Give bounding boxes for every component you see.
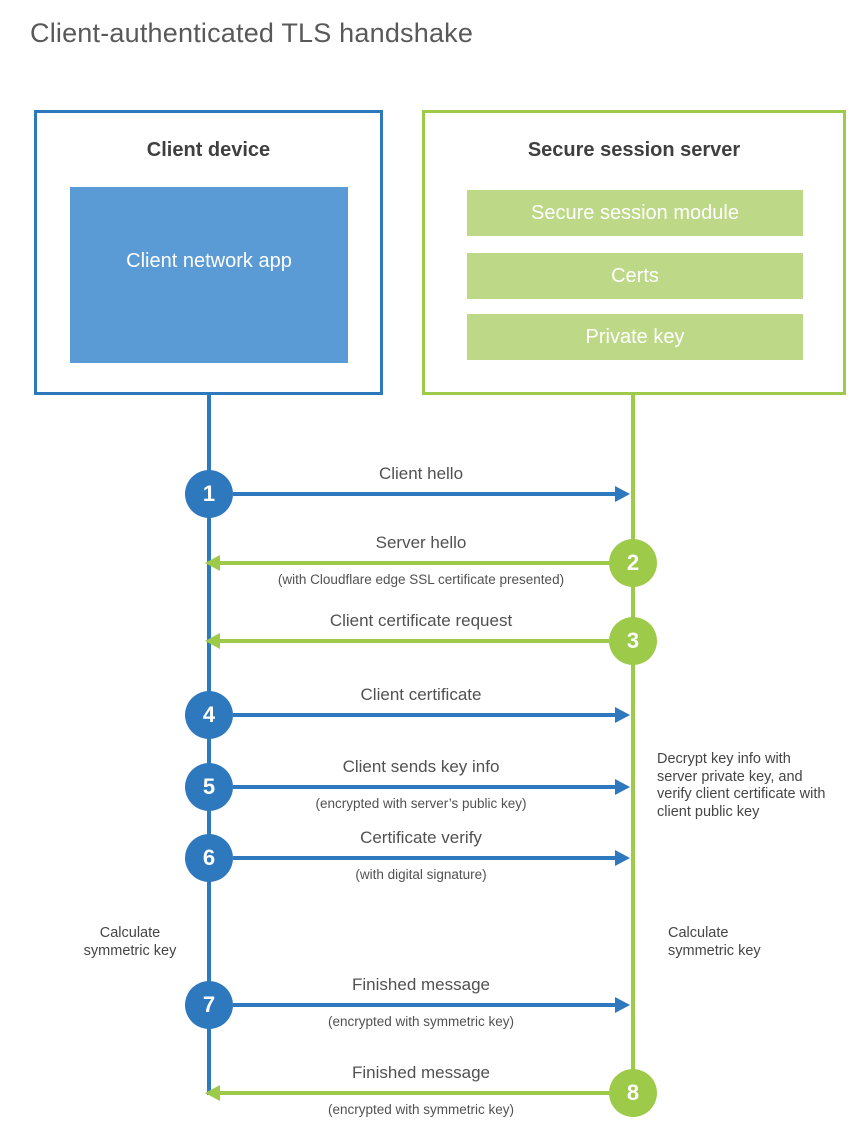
step-2-label: Server hello xyxy=(375,533,467,552)
step-3-label: Client certificate request xyxy=(329,611,513,630)
step-3-arrow-shaft xyxy=(220,639,609,643)
step-6-circle: 6 xyxy=(185,834,233,882)
server-module-bar: Secure session module xyxy=(467,190,803,236)
step-1-label: Client hello xyxy=(378,464,464,483)
secure-session-server-box: Secure session server Secure session mod… xyxy=(422,110,846,395)
step-8-arrow-head xyxy=(205,1085,220,1101)
step-2-arrow-head xyxy=(205,555,220,571)
client-lifeline xyxy=(207,394,211,1095)
step-4-label: Client certificate xyxy=(360,685,482,704)
step-1-arrow-shaft xyxy=(233,492,615,496)
step-5-sublabel: (encrypted with server’s public key) xyxy=(315,796,527,811)
client-device-box: Client device Client network app xyxy=(34,110,383,395)
step-6-label: Certificate verify xyxy=(360,828,482,847)
step-5-arrow-head xyxy=(615,779,630,795)
step-3-circle: 3 xyxy=(609,617,657,665)
step-8-sublabel: (encrypted with symmetric key) xyxy=(327,1102,515,1117)
step-5-label: Client sends key info xyxy=(342,757,500,776)
server-certs-label: Certs xyxy=(611,264,659,287)
step-4-circle: 4 xyxy=(185,691,233,739)
step-8-circle: 8 xyxy=(609,1069,657,1117)
step-1-arrow-head xyxy=(615,486,630,502)
step-1-circle: 1 xyxy=(185,470,233,518)
step-4-arrow-shaft xyxy=(233,713,615,717)
server-private-key-bar: Private key xyxy=(467,314,803,360)
server-private-key-label: Private key xyxy=(585,325,685,348)
step-8-arrow-shaft xyxy=(220,1091,609,1095)
server-calculate-symmetric-key-note: Calculate symmetric key xyxy=(668,925,761,959)
server-certs-bar: Certs xyxy=(467,253,803,299)
step-4-arrow-head xyxy=(615,707,630,723)
step-6-arrow-shaft xyxy=(233,856,615,860)
client-network-app-rect: Client network app xyxy=(70,187,348,363)
step-7-circle: 7 xyxy=(185,981,233,1029)
page-title: Client-authenticated TLS handshake xyxy=(30,18,474,48)
step-7-label: Finished message xyxy=(352,975,490,994)
step-7-arrow-head xyxy=(615,997,630,1013)
step-7-sublabel: (encrypted with symmetric key) xyxy=(327,1014,515,1029)
step-2-arrow-shaft xyxy=(220,561,609,565)
server-module-label: Secure session module xyxy=(531,201,739,224)
step-8-label: Finished message xyxy=(352,1063,490,1082)
client-network-app-label: Client network app xyxy=(126,250,292,272)
step-2-sublabel: (with Cloudflare edge SSL certificate pr… xyxy=(277,572,565,587)
step-6-arrow-head xyxy=(615,850,630,866)
step-2-circle: 2 xyxy=(609,539,657,587)
client-device-title: Client device xyxy=(146,139,271,161)
server-decrypt-note: Decrypt key info with server private key… xyxy=(657,751,826,820)
step-5-circle: 5 xyxy=(185,763,233,811)
client-calculate-symmetric-key-note: Calculate symmetric key xyxy=(83,925,177,959)
step-6-sublabel: (with digital signature) xyxy=(355,867,487,882)
step-5-arrow-shaft xyxy=(233,785,615,789)
secure-session-server-title: Secure session server xyxy=(527,139,741,161)
step-7-arrow-shaft xyxy=(233,1003,615,1007)
step-3-arrow-head xyxy=(205,633,220,649)
server-lifeline xyxy=(631,394,635,1095)
